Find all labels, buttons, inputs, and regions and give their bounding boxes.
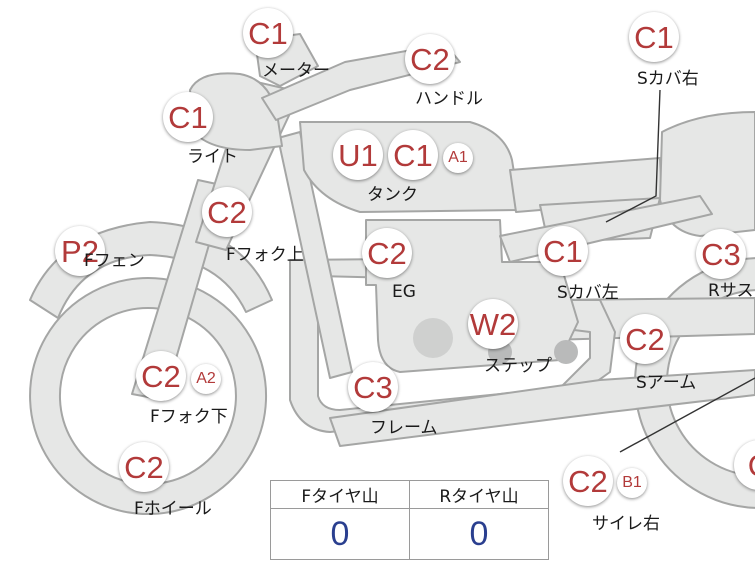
rear-tire-header: Rタイヤ山 (409, 480, 549, 509)
ffender-label: Fフェン (84, 251, 145, 271)
handle-code-badge: C2 (405, 34, 455, 84)
front-tire-value: 0 (270, 508, 410, 560)
light-code-badge: C1 (163, 92, 213, 142)
scover-left-label: Sカバ左 (557, 283, 619, 303)
scover-right-code-badge: C1 (629, 12, 679, 62)
scover-left-code-badge: C1 (538, 226, 588, 276)
step-peg-right (554, 340, 578, 364)
sarm-code-badge: C2 (620, 314, 670, 364)
step-peg-left (413, 318, 453, 358)
rear-tire-value: 0 (409, 508, 549, 560)
ffork-lower-label: Fフォク下 (150, 407, 228, 427)
sarm-label: Sアーム (636, 373, 697, 393)
engine-code-badge: C2 (362, 228, 412, 278)
ffork-lower-code-badge: C2 (136, 351, 186, 401)
tank-label: タンク (367, 185, 418, 205)
fwheel-code-badge: C2 (119, 442, 169, 492)
ffork-lower-code-badge-small: A2 (191, 364, 221, 394)
meter-code-badge: C1 (243, 8, 293, 58)
fwheel-label: Fホイール (134, 499, 212, 519)
front-tire-header: Fタイヤ山 (270, 480, 410, 509)
rsus-code-badge: C3 (696, 229, 746, 279)
rsus-label: Rサス (708, 281, 754, 301)
ffender-code-badge: P2 (55, 226, 105, 276)
ffork-upper-label: Fフォク上 (226, 245, 304, 265)
muffler (329, 369, 755, 447)
tire-tread-table: Fタイヤ山 Rタイヤ山 0 0 (270, 480, 549, 560)
frame-label: フレーム (370, 418, 438, 438)
tank-code-badge-1: U1 (333, 130, 383, 180)
handle-label: ハンドル (415, 89, 483, 109)
scover-right-label: Sカバ右 (637, 69, 699, 89)
step-code-badge: W2 (468, 299, 518, 349)
silencer-right-code-badge: C2 (563, 456, 613, 506)
meter-label: メーター (262, 61, 330, 81)
tank-code-badge-3: A1 (443, 143, 473, 173)
tank-code-badge-2: C1 (388, 130, 438, 180)
engine-label: EG (392, 282, 416, 302)
leader-line-silencer (619, 377, 755, 453)
frame-code-badge: C3 (348, 362, 398, 412)
rwheel-code-badge-partial: C (734, 440, 755, 490)
step-label: ステップ (484, 356, 552, 376)
silencer-right-code-badge-small: B1 (617, 468, 647, 498)
leader-line-scover-right (605, 89, 661, 223)
ffork-upper-code-badge: C2 (202, 187, 252, 237)
light-label: ライト (187, 147, 238, 167)
silencer-right-label: サイレ右 (592, 514, 660, 534)
